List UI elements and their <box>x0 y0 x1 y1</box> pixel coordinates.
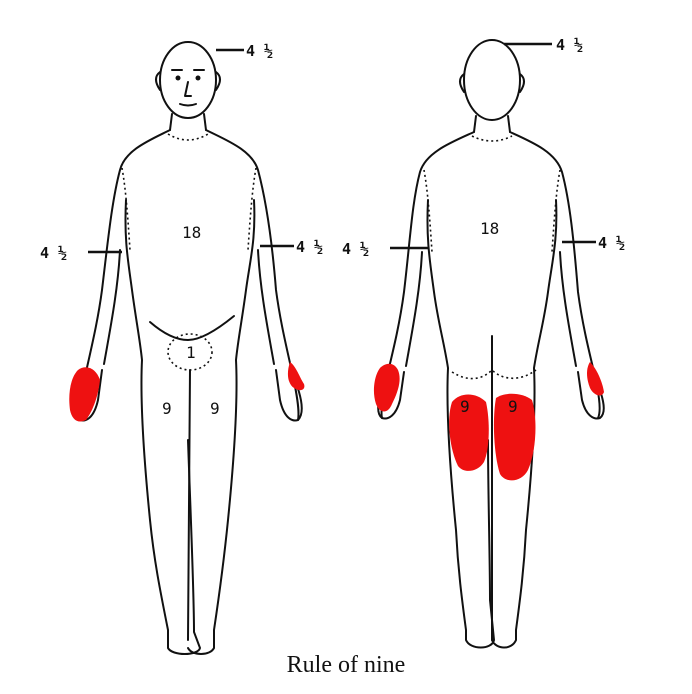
back-leg-left-label: 9 <box>460 397 470 416</box>
back-neck <box>474 116 510 132</box>
back-arm-left-label: 4 ½ <box>342 240 369 258</box>
back-burn-hand-right <box>587 362 604 395</box>
front-face <box>172 70 204 106</box>
back-neck-line <box>472 136 512 141</box>
front-neck <box>170 114 206 130</box>
front-arm-left-label: 4 ½ <box>40 244 67 262</box>
front-leg-left-label: 9 <box>162 399 172 418</box>
back-trunk-label: 18 <box>480 219 499 238</box>
back-leg-right-label: 9 <box>508 397 518 416</box>
caption: Rule of nine <box>0 652 692 679</box>
back-head <box>464 40 520 120</box>
front-head-label: 4 ½ <box>246 42 273 60</box>
back-arm-right-label: 4 ½ <box>598 234 625 252</box>
front-head <box>160 42 216 118</box>
back-burn-hand-left <box>374 364 400 412</box>
front-arm-right-inner <box>258 250 274 364</box>
front-genital-label: 1 <box>186 343 196 362</box>
front-burn-hand-right <box>288 362 304 390</box>
front-arm-right-label: 4 ½ <box>296 238 323 256</box>
front-leg-right-label: 9 <box>210 399 220 418</box>
front-trunk-label: 18 <box>182 223 201 242</box>
front-leg-divider <box>188 370 190 640</box>
back-figure: 4 ½ 4 ½ 4 ½ 18 9 9 <box>342 36 625 648</box>
front-arm-left-inner <box>104 250 120 364</box>
front-figure: 4 ½ 4 ½ 4 ½ 18 1 9 9 <box>40 42 323 654</box>
front-groin-line <box>150 316 234 340</box>
back-body-outline <box>381 132 599 648</box>
back-head-label: 4 ½ <box>556 36 583 54</box>
front-neck-line <box>168 134 208 140</box>
back-arm-left-inner <box>406 252 422 366</box>
back-arm-right-inner <box>560 252 576 366</box>
front-burn-hand-left <box>69 367 100 421</box>
back-buttock-line <box>452 370 536 379</box>
